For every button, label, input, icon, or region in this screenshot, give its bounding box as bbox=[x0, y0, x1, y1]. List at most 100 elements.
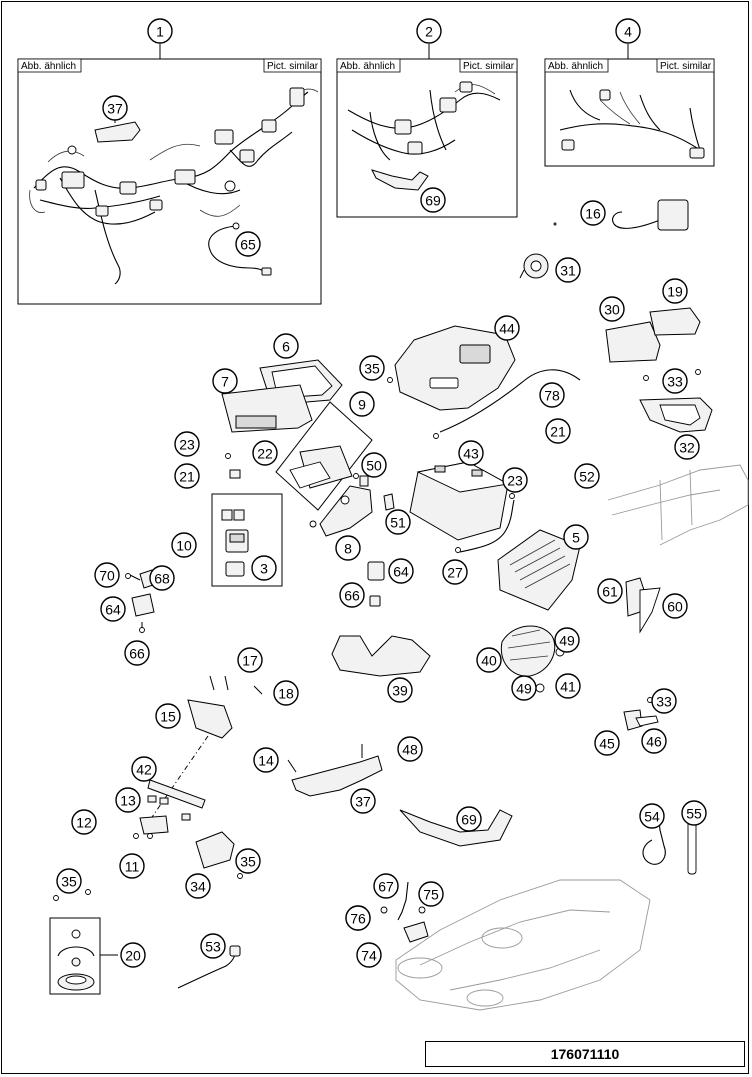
callout-circle bbox=[385, 509, 411, 535]
callout-number: 22 bbox=[257, 446, 273, 462]
callout-circle bbox=[252, 440, 278, 466]
swingarm-ghost bbox=[395, 879, 651, 1011]
callout-number: 17 bbox=[242, 653, 258, 669]
callout-circle bbox=[511, 675, 537, 701]
callout-number: 44 bbox=[499, 321, 515, 337]
callout-66: 66 bbox=[124, 640, 150, 666]
callout-23: 23 bbox=[502, 467, 528, 493]
callout-number: 13 bbox=[120, 793, 136, 809]
callout-circle bbox=[251, 555, 277, 581]
callout-20: 20 bbox=[120, 942, 146, 968]
callout-circle bbox=[681, 800, 707, 826]
callout-circle bbox=[273, 333, 299, 359]
callout-circle bbox=[388, 558, 414, 584]
bracket-69b-drawing bbox=[399, 809, 513, 847]
callout-circle bbox=[155, 703, 181, 729]
callout-3: 3 bbox=[251, 555, 277, 581]
callout-circle bbox=[651, 688, 677, 714]
kit-box-9 bbox=[275, 401, 373, 511]
callout-55: 55 bbox=[681, 800, 707, 826]
callout-13: 13 bbox=[115, 787, 141, 813]
callout-number: 12 bbox=[76, 815, 92, 831]
callout-number: 66 bbox=[344, 588, 360, 604]
callout-circle bbox=[94, 562, 120, 588]
kit-box-20 bbox=[49, 917, 101, 995]
callout-circle bbox=[235, 231, 261, 257]
callout-22: 22 bbox=[252, 440, 278, 466]
callout-5: 5 bbox=[563, 524, 589, 550]
callout-30: 30 bbox=[599, 296, 625, 322]
guard-74-drawing bbox=[403, 921, 429, 943]
callout-number: 7 bbox=[221, 374, 229, 390]
callout-number: 61 bbox=[602, 584, 618, 600]
callout-number: 51 bbox=[390, 515, 406, 531]
callout-number: 20 bbox=[125, 948, 141, 964]
callout-circle bbox=[131, 756, 157, 782]
callout-circle bbox=[476, 647, 502, 673]
callout-35: 35 bbox=[235, 848, 261, 874]
callout-circle bbox=[119, 853, 145, 879]
callout-number: 45 bbox=[599, 736, 615, 752]
callout-number: 9 bbox=[358, 397, 366, 413]
callout-number: 21 bbox=[550, 424, 566, 440]
callout-circle bbox=[335, 535, 361, 561]
callout-61: 61 bbox=[597, 578, 623, 604]
bracket-37b-drawing bbox=[291, 755, 383, 797]
switch-15-drawing bbox=[187, 699, 233, 739]
callout-15: 15 bbox=[155, 703, 181, 729]
callout-number: 3 bbox=[260, 561, 268, 577]
callout-circle bbox=[418, 881, 444, 907]
callout-circle bbox=[387, 677, 413, 703]
callout-number: 70 bbox=[99, 568, 115, 584]
callout-number: 48 bbox=[402, 742, 418, 758]
callout-number: 8 bbox=[344, 541, 352, 557]
ecu-19-drawing bbox=[649, 307, 701, 336]
kit-box-10 bbox=[211, 493, 283, 587]
callout-41: 41 bbox=[555, 673, 581, 699]
callout-37: 37 bbox=[102, 95, 128, 121]
callout-67: 67 bbox=[373, 873, 399, 899]
callout-49: 49 bbox=[554, 627, 580, 653]
callout-10: 10 bbox=[171, 532, 197, 558]
callout-number: 65 bbox=[240, 237, 256, 253]
regulator-5-drawing bbox=[497, 529, 581, 611]
callout-number: 66 bbox=[129, 646, 145, 662]
callout-number: 49 bbox=[516, 681, 532, 697]
callout-48: 48 bbox=[397, 736, 423, 762]
sensor-67-drawing bbox=[397, 881, 409, 921]
callout-9: 9 bbox=[349, 391, 375, 417]
similar-label-de-2: Abb. ähnlich bbox=[340, 61, 395, 72]
callout-circle bbox=[235, 848, 261, 874]
callout-46: 46 bbox=[641, 728, 667, 754]
callout-number: 35 bbox=[61, 874, 77, 890]
callout-circle bbox=[171, 532, 197, 558]
harness-2-drawing bbox=[347, 81, 501, 161]
callout-circle bbox=[124, 640, 150, 666]
callout-21: 21 bbox=[545, 418, 571, 444]
callout-circle bbox=[597, 578, 623, 604]
callout-circle bbox=[359, 355, 385, 381]
callout-circle bbox=[361, 452, 387, 478]
callout-60: 60 bbox=[662, 593, 688, 619]
callout-circle bbox=[339, 582, 365, 608]
similar-label-en: Pict. similar bbox=[267, 61, 319, 72]
callout-35: 35 bbox=[359, 355, 385, 381]
callout-14: 14 bbox=[253, 747, 279, 773]
relay-64b-drawing bbox=[131, 593, 155, 617]
callout-circle bbox=[350, 788, 376, 814]
battery-holder-44-drawing bbox=[394, 325, 516, 411]
callout-number: 23 bbox=[507, 473, 523, 489]
callout-2: 2 bbox=[416, 18, 442, 44]
callout-31: 31 bbox=[555, 257, 581, 283]
callout-number: 37 bbox=[107, 101, 123, 117]
callout-32: 32 bbox=[674, 434, 700, 460]
callout-number: 23 bbox=[179, 437, 195, 453]
relays-drawing bbox=[221, 509, 249, 577]
callout-circle bbox=[273, 680, 299, 706]
callout-circle bbox=[356, 942, 382, 968]
sensor-31-drawing bbox=[519, 253, 549, 279]
callout-circle bbox=[149, 565, 175, 591]
callout-33: 33 bbox=[662, 368, 688, 394]
